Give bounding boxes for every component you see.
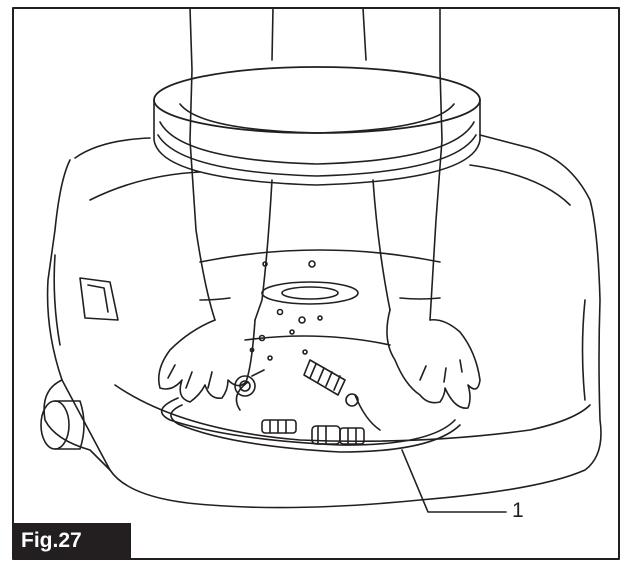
- water-surface: [199, 249, 441, 361]
- water-tank-icon: [40, 134, 602, 509]
- hands-icon: [157, 7, 481, 409]
- callout-number-1: 1: [512, 499, 524, 522]
- figure-frame: [12, 7, 620, 560]
- figure-label: Fig.27: [13, 523, 131, 559]
- tank-ring-icon: [153, 66, 481, 186]
- callout-leader-line: [401, 449, 507, 513]
- hose-icon: [160, 359, 461, 453]
